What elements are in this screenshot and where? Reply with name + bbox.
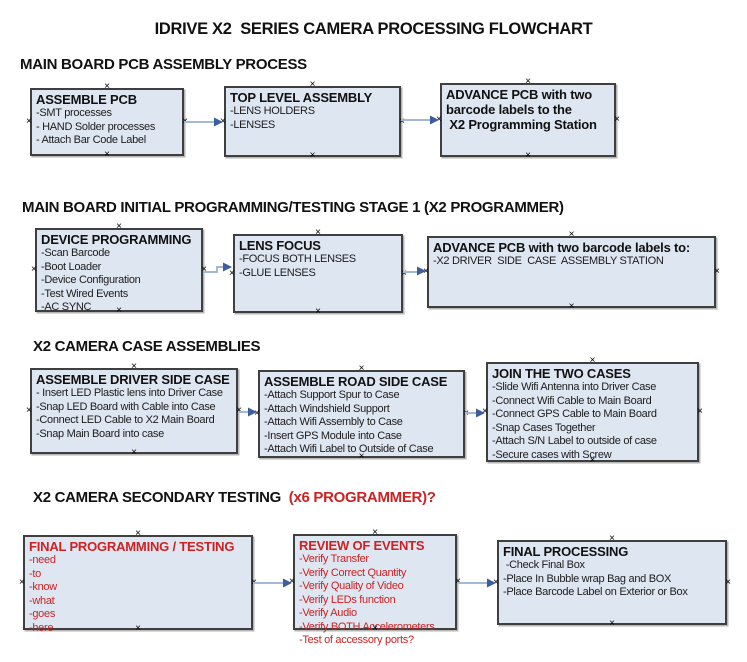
box-title: ADVANCE PCB with two barcode labels to: [433,240,691,255]
connector-driverside-to-roadside [238,407,257,417]
box-title: TOP LEVEL ASSEMBLY [230,90,373,105]
box-lines: -need -to -know -what -goes -here [29,554,57,634]
arrowhead-icon [487,578,496,588]
arrowhead-icon [430,115,439,125]
box-title: ASSEMBLE DRIVER SIDE CASE [36,372,230,387]
arrowhead-icon [248,407,257,417]
box-title: ASSEMBLE ROAD SIDE CASE [264,374,448,389]
box-title: LENS FOCUS [239,238,321,253]
box-assemble-pcb[interactable]: ASSEMBLE PCB -SMT processes - HAND Solde… [26,88,188,156]
connector-review-to-finalprocessing [457,578,496,588]
box-top-level-assembly[interactable]: TOP LEVEL ASSEMBLY -LENS HOLDERS -LENSES [220,86,405,157]
box-lines: -Check Final Box -Place In Bubble wrap B… [503,559,688,598]
section-heading-pcb-assembly: MAIN BOARD PCB ASSEMBLY PROCESS [20,56,307,73]
box-lens-focus[interactable]: LENS FOCUS -FOCUS BOTH LENSES -GLUE LENS… [229,234,407,313]
box-title: FINAL PROGRAMMING / TESTING [29,539,235,554]
box-lines: -Scan Barcode -Boot Loader -Device Confi… [41,247,141,313]
connector-deviceprog-to-lensfocus [203,262,232,273]
heading-red-part: (x6 PROGRAMMER)? [288,489,436,506]
box-lines: -Slide Wifi Antenna into Driver Case -Co… [492,381,657,461]
arrowhead-icon [283,578,292,588]
box-lines: -Verify Transfer -Verify Correct Quantit… [299,553,435,646]
box-final-processing[interactable]: FINAL PROCESSING -Check Final Box -Place… [493,540,731,625]
box-lines: - Insert LED Plastic lens into Driver Ca… [36,387,223,440]
connector-toplevel-to-advance [401,115,439,125]
box-title: REVIEW OF EVENTS [299,538,425,553]
box-lines: -Attach Support Spur to Case -Attach Win… [264,389,434,455]
connector-lensfocus-to-advance2 [403,266,426,276]
box-review-of-events[interactable]: REVIEW OF EVENTS -Verify Transfer -Verif… [289,534,461,646]
connector-assemble-to-toplevel [184,117,223,127]
box-lines: -FOCUS BOTH LENSES -GLUE LENSES [239,253,356,279]
box-title: JOIN THE TWO CASES [492,366,631,381]
box-title: ASSEMBLE PCB [36,92,137,107]
section-heading-secondary-testing: X2 CAMERA SECONDARY TESTING (x6 PROGRAMM… [33,489,436,506]
box-lines: -LENS HOLDERS -LENSES [230,105,315,131]
arrowhead-icon [476,408,485,418]
connector-roadside-to-join [465,408,485,418]
box-assemble-road-side-case[interactable]: ASSEMBLE ROAD SIDE CASE -Attach Support … [254,370,469,458]
box-join-the-two-cases[interactable]: JOIN THE TWO CASES -Slide Wifi Antenna i… [482,362,703,462]
box-device-programming[interactable]: DEVICE PROGRAMMING -Scan Barcode -Boot L… [31,228,207,313]
arrowhead-icon [214,117,223,127]
section-heading-case-assemblies: X2 CAMERA CASE ASSEMBLIES [33,338,261,355]
connector-finalprog-to-review [253,578,292,588]
box-title: ADVANCE PCB with two barcode labels to t… [446,87,597,132]
arrowhead-icon [417,266,426,276]
page-title: IDRIVE X2 SERIES CAMERA PROCESSING FLOWC… [154,20,593,38]
box-advance-pcb-driver-side[interactable]: ADVANCE PCB with two barcode labels to: … [423,236,720,308]
heading-black-part: X2 CAMERA SECONDARY TESTING [33,489,289,506]
box-advance-pcb-programming-station[interactable]: ADVANCE PCB with two barcode labels to t… [436,83,620,157]
box-title: FINAL PROCESSING [503,544,629,559]
box-lines: -SMT processes - HAND Solder processes -… [36,107,156,146]
box-final-programming-testing[interactable]: FINAL PROGRAMMING / TESTING -need -to -k… [19,535,257,634]
arrowhead-icon [223,262,232,272]
box-lines: -X2 DRIVER SIDE CASE ASSEMBLY STATION [433,255,664,267]
box-title: DEVICE PROGRAMMING [41,232,192,247]
section-heading-initial-programming: MAIN BOARD INITIAL PROGRAMMING/TESTING S… [22,199,564,216]
box-assemble-driver-side-case[interactable]: ASSEMBLE DRIVER SIDE CASE - Insert LED P… [26,368,242,454]
